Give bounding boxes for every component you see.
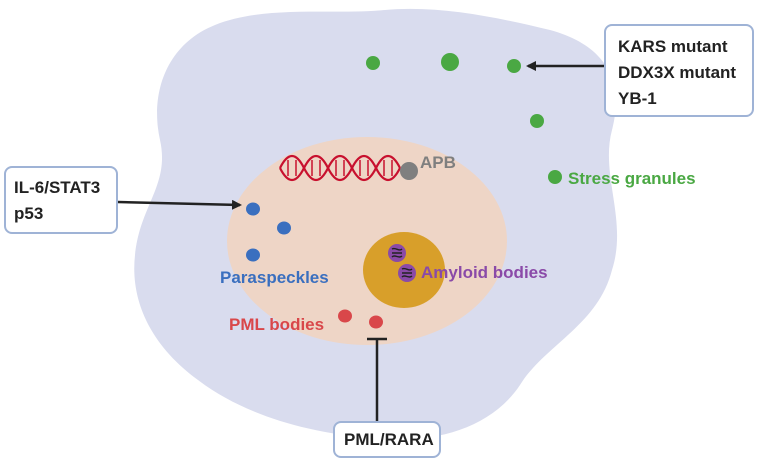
paraspeckle <box>246 202 260 216</box>
dna-rungs <box>287 160 393 176</box>
stress-granule <box>530 114 544 128</box>
stress-granule <box>441 53 459 71</box>
pml-bodies <box>338 309 383 329</box>
stress-granules <box>366 53 562 184</box>
pml-bodies-label: PML bodies <box>229 315 324 334</box>
callout-stress-granule-regulators: KARS mutant DDX3X mutant YB-1 <box>604 24 754 117</box>
amyloid-body <box>398 264 416 282</box>
stress-granule <box>507 59 521 73</box>
callout-item: KARS mutant <box>618 37 728 56</box>
callout-paraspeckle-regulators: IL-6/STAT3 p53 <box>4 166 118 234</box>
callout-item: PML/RARA <box>344 430 434 449</box>
pml-body <box>369 315 383 329</box>
paraspeckle <box>246 248 260 262</box>
dna-strand <box>279 154 401 182</box>
dna-strand <box>279 154 401 182</box>
paraspeckles <box>246 202 291 262</box>
paraspeckle <box>277 221 291 235</box>
paraspeckles-label: Paraspeckles <box>220 268 329 287</box>
nucleus <box>227 137 507 345</box>
arrow-to-paraspeckles <box>117 199 242 210</box>
apb-dot <box>400 162 418 180</box>
callout-item: p53 <box>14 204 44 223</box>
amyloid-bodies-label: Amyloid bodies <box>421 263 548 282</box>
callout-item: DDX3X mutant <box>618 63 737 82</box>
stress-granule <box>366 56 380 70</box>
pml-body <box>338 309 352 323</box>
callout-pml-regulator: PML/RARA <box>333 421 441 458</box>
callout-item: IL-6/STAT3 <box>14 178 101 197</box>
callout-item: YB-1 <box>618 89 657 108</box>
amyloid-body <box>388 244 406 262</box>
stress-granules-label: Stress granules <box>568 169 696 188</box>
stress-granule <box>548 170 562 184</box>
apb-label: APB <box>420 153 456 172</box>
